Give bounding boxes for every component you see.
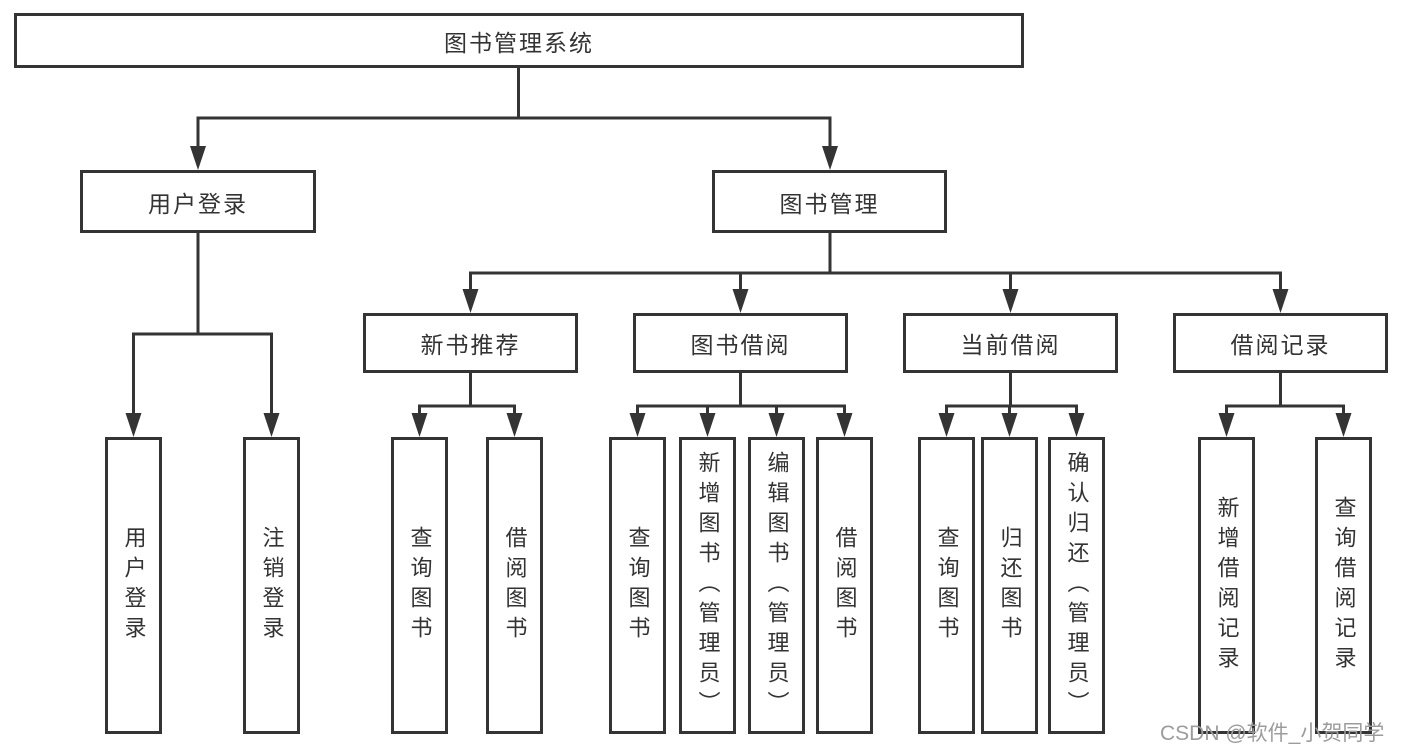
node-label: 图书借阅 — [690, 332, 791, 358]
node-borrow-records: 借阅记录 — [1173, 313, 1388, 373]
node-label: 新书推荐 — [420, 332, 521, 358]
leaf-label: 查询借阅记录 — [1331, 495, 1357, 676]
node-label: 图书管理 — [779, 190, 880, 217]
node-user-login: 用户登录 — [80, 170, 316, 233]
leaf-query-borrow-record: 查询借阅记录 — [1315, 437, 1372, 734]
leaf-borrow-books: 借阅图书 — [816, 437, 873, 734]
leaf-label: 借阅图书 — [502, 525, 528, 646]
leaf-add-books-admin: 新增图书（管理员） — [679, 437, 736, 734]
leaf-confirm-return-admin: 确认归还（管理员） — [1048, 437, 1105, 734]
leaf-borrow-books-recommend: 借阅图书 — [486, 437, 543, 734]
leaf-add-borrow-record: 新增借阅记录 — [1198, 437, 1255, 734]
node-book-borrow: 图书借阅 — [633, 313, 848, 373]
node-book-management: 图书管理 — [712, 170, 947, 233]
node-label: 当前借阅 — [960, 332, 1061, 358]
csdn-watermark: CSDN @软件_小贺同学 — [1160, 722, 1385, 745]
leaf-label: 编辑图书（管理员） — [764, 450, 790, 721]
node-label: 借阅记录 — [1230, 332, 1331, 358]
leaf-label: 查询图书 — [407, 525, 433, 646]
leaf-query-books-borrow: 查询图书 — [609, 437, 666, 734]
leaf-label: 查询图书 — [934, 525, 960, 646]
leaf-label: 新增借阅记录 — [1214, 495, 1240, 676]
leaf-logout: 注销登录 — [243, 437, 300, 734]
leaf-label: 注销登录 — [259, 525, 285, 646]
node-library-management-system: 图书管理系统 — [14, 13, 1024, 68]
leaf-return-books: 归还图书 — [981, 437, 1038, 734]
leaf-label: 用户登录 — [121, 525, 147, 646]
node-label: 图书管理系统 — [444, 29, 594, 56]
leaf-label: 归还图书 — [997, 525, 1023, 646]
node-new-book-recommend: 新书推荐 — [363, 313, 578, 373]
leaf-label: 查询图书 — [625, 525, 651, 646]
leaf-query-books-current: 查询图书 — [918, 437, 975, 734]
node-label: 用户登录 — [148, 190, 248, 217]
leaf-user-login: 用户登录 — [105, 437, 162, 734]
leaf-label: 确认归还（管理员） — [1064, 450, 1090, 721]
leaf-query-books-recommend: 查询图书 — [391, 437, 448, 734]
leaf-label: 借阅图书 — [832, 525, 858, 646]
leaf-edit-books-admin: 编辑图书（管理员） — [748, 437, 805, 734]
leaf-label: 新增图书（管理员） — [695, 450, 721, 721]
node-current-borrow: 当前借阅 — [903, 313, 1118, 373]
